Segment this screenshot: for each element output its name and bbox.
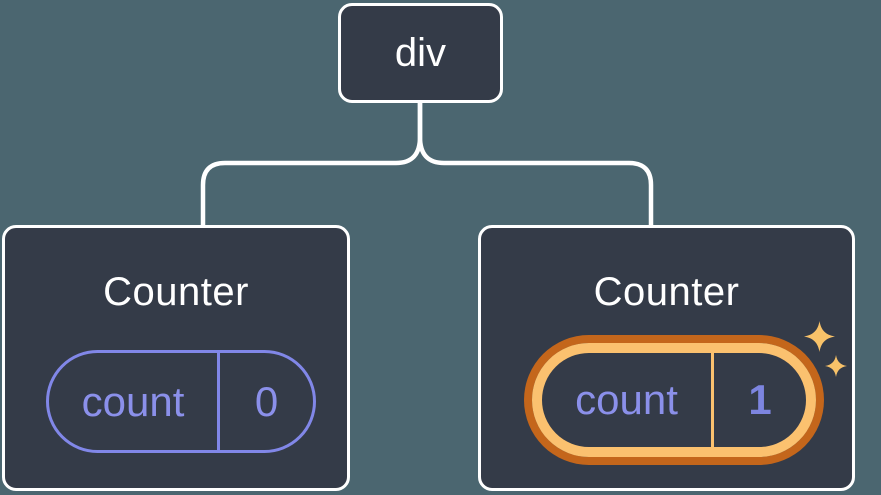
counter-node-right-title: Counter [593, 270, 740, 314]
state-pill-highlighted: count 1 [532, 343, 816, 457]
state-value: 0 [254, 377, 279, 425]
state-pill-left: count 0 [46, 350, 316, 453]
root-node-div: div [338, 3, 503, 103]
connector-right-branch [417, 100, 654, 228]
root-node-label: div [394, 30, 447, 75]
state-key-label: count [49, 353, 220, 450]
connector-left-branch [200, 100, 423, 228]
sparkle-icon [825, 355, 847, 377]
state-key-label: count [542, 353, 714, 447]
counter-node-left-title: Counter [103, 270, 249, 314]
state-value: 1 [748, 376, 772, 423]
counter-node-right: Counter count 1 [478, 225, 855, 491]
counter-node-left: Counter count 0 [2, 225, 350, 491]
sparkle-icon [804, 321, 835, 352]
